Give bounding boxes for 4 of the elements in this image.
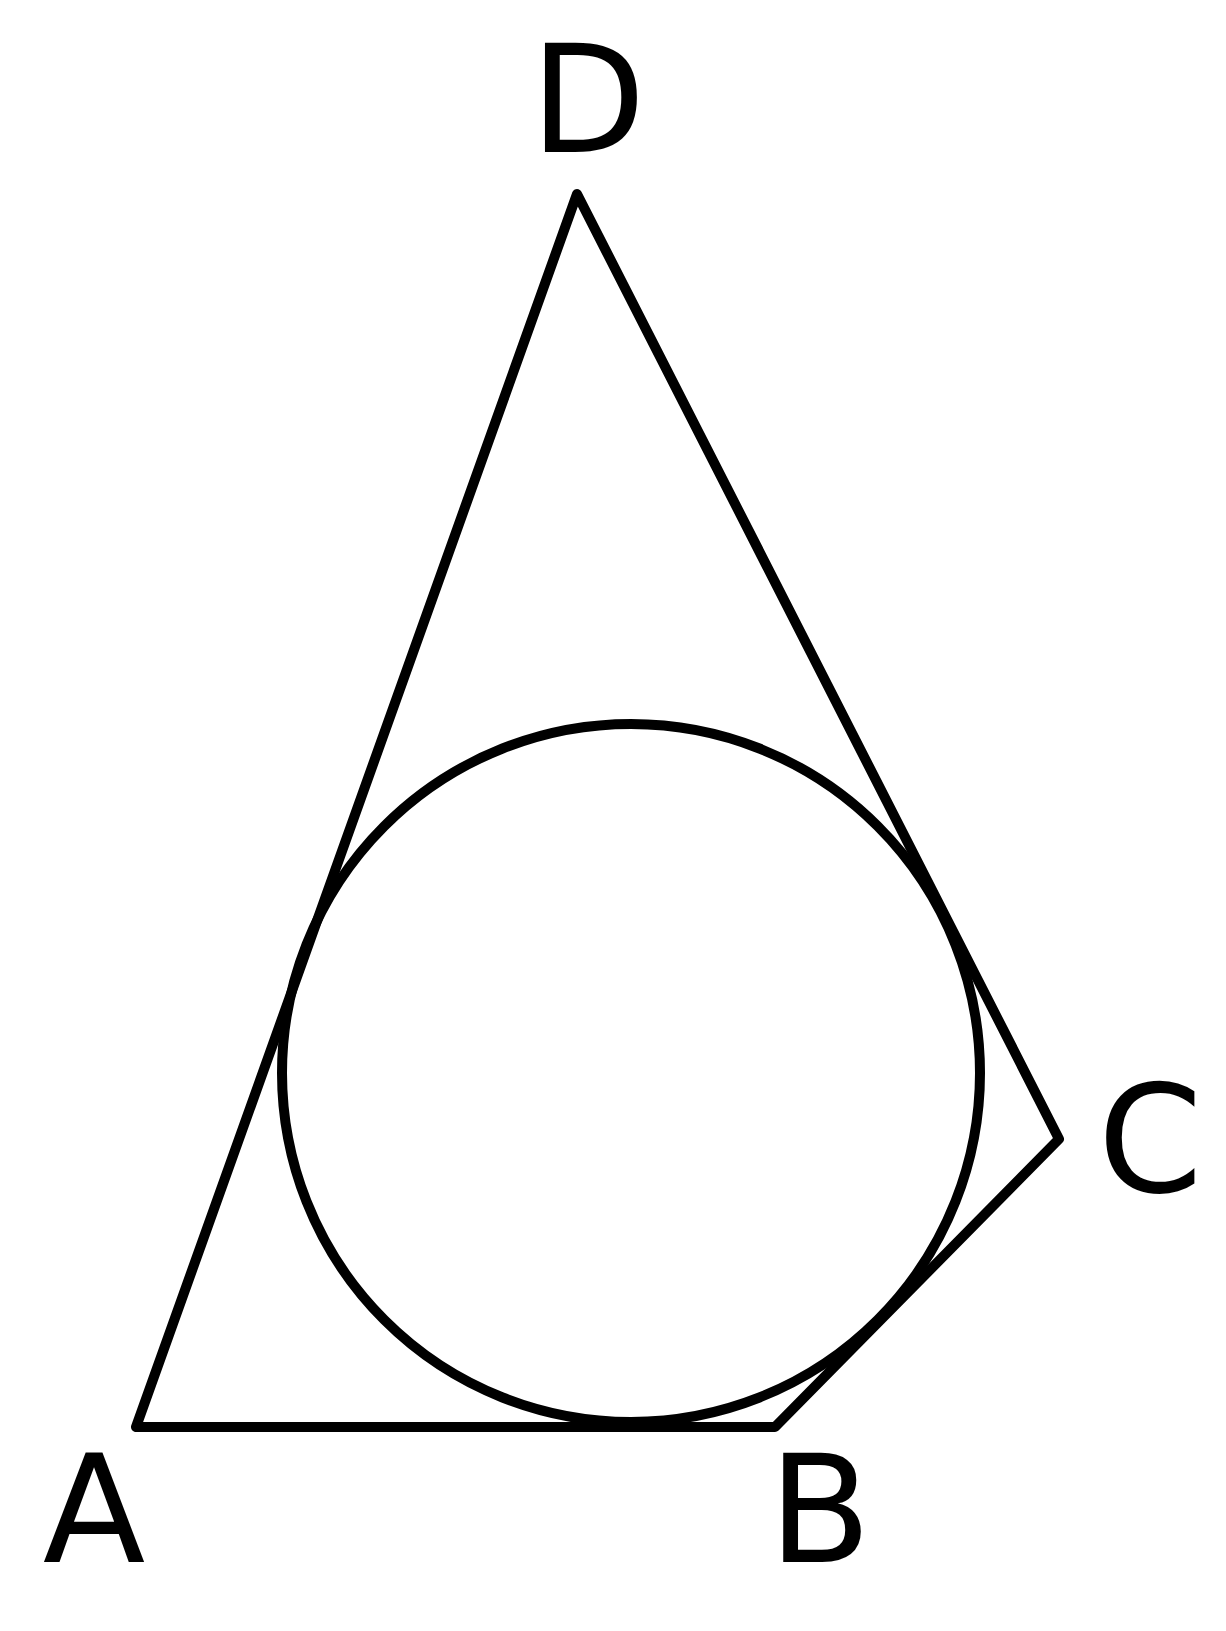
vertex-label: D: [530, 25, 646, 175]
vertex-label: A: [42, 1435, 146, 1585]
vertex-label: B: [768, 1435, 872, 1585]
vertex-label: C: [1097, 1065, 1203, 1215]
